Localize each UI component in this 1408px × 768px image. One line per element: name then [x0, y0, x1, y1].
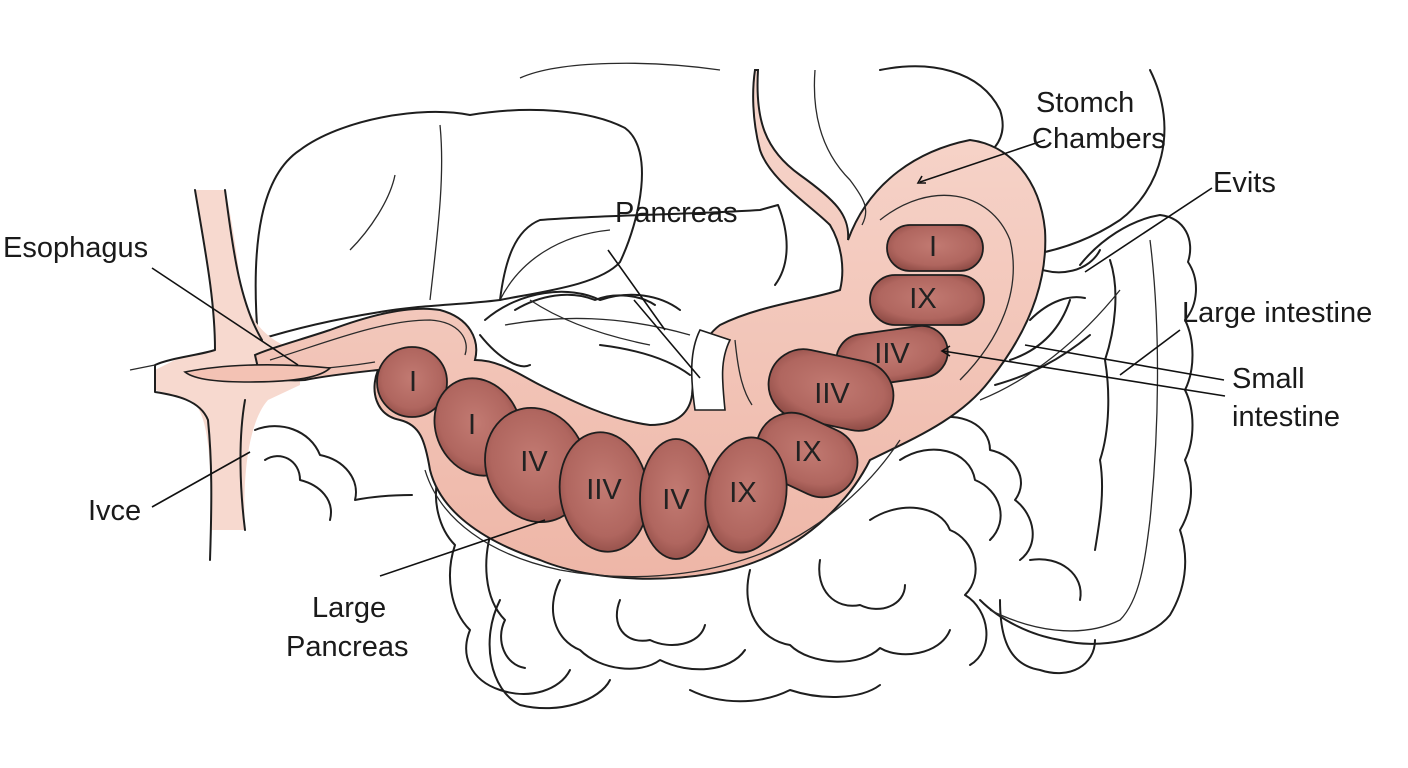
- label-small-intestine-line2: intestine: [1232, 401, 1340, 433]
- liver-outline: [254, 62, 1166, 341]
- chamber-label: IV: [520, 446, 548, 478]
- label-esophagus: Esophagus: [3, 232, 148, 264]
- label-stomach-line1: Stomch: [1036, 87, 1134, 119]
- chamber-label: IIV: [814, 378, 850, 410]
- esophagus-body: [129, 189, 300, 561]
- small-intestine-coils: [254, 290, 1096, 710]
- label-small-intestine-line1: Small: [1232, 363, 1305, 395]
- labels: Stomch Chambers Evits Pancreas Esophagus…: [3, 87, 1372, 663]
- chamber-duct-5: IV: [639, 438, 713, 560]
- chamber-duct-1: I: [376, 346, 448, 418]
- chamber-label: I: [409, 366, 417, 398]
- chamber-duct-4: IIV: [558, 431, 650, 553]
- label-pancreas: Pancreas: [615, 197, 738, 229]
- chamber-stomach-4: IIV: [767, 348, 895, 432]
- chamber-stomach-1: I: [886, 224, 984, 272]
- label-large-pancreas-line1: Large: [312, 592, 386, 624]
- chamber-label: IV: [662, 484, 690, 516]
- chamber-label: IIV: [874, 338, 910, 370]
- leader-lines: [151, 139, 1226, 577]
- chamber-stomach-2: IX: [869, 274, 985, 326]
- chamber-label: IX: [729, 477, 756, 509]
- label-large-pancreas-line2: Pancreas: [286, 631, 409, 663]
- chamber-label: IIV: [586, 474, 622, 506]
- chamber-duct-6: IX: [704, 436, 788, 554]
- chamber-label: IX: [909, 283, 936, 315]
- transverse-colon: [504, 293, 691, 376]
- label-large-intestine: Large intestine: [1182, 297, 1372, 329]
- label-ivce: Ivce: [88, 495, 141, 527]
- chamber-label: I: [929, 231, 937, 263]
- chambers: I IX IIV IIV IX I I IV: [376, 224, 985, 560]
- chamber-label: I: [468, 409, 476, 441]
- label-stomach-line2: Chambers: [1032, 123, 1166, 155]
- chamber-label: IX: [794, 436, 821, 468]
- label-evits: Evits: [1213, 167, 1276, 199]
- large-intestine-coil: [979, 214, 1197, 645]
